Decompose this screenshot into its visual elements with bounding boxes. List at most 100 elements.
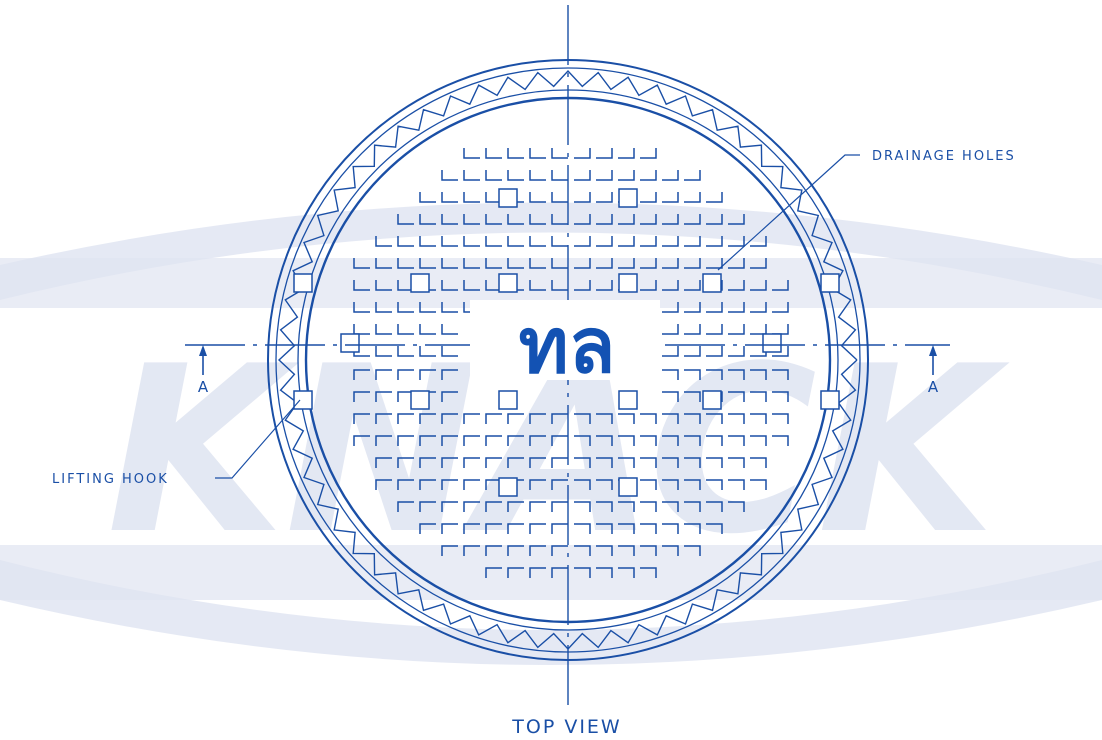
pattern-mark [640, 523, 657, 534]
pattern-mark [353, 369, 370, 380]
pattern-mark [463, 435, 480, 446]
pattern-mark [485, 501, 502, 512]
pattern-mark [684, 236, 701, 247]
pattern-mark [574, 501, 591, 512]
pattern-mark [662, 192, 679, 203]
pattern-mark [684, 523, 701, 534]
watermark-band-bottom [0, 560, 1102, 665]
pattern-mark [574, 545, 591, 556]
pattern-mark [596, 192, 613, 203]
section-marker-right: A [928, 345, 939, 396]
drainage-hole [702, 390, 722, 410]
pattern-mark [375, 457, 392, 468]
pattern-mark [507, 501, 524, 512]
pattern-mark [375, 346, 392, 357]
pattern-mark [750, 258, 767, 269]
pattern-mark [507, 567, 524, 578]
pattern-mark [684, 170, 701, 181]
pattern-mark [618, 501, 635, 512]
pattern-mark [463, 148, 480, 159]
pattern-mark [706, 258, 723, 269]
pattern-mark [706, 302, 723, 313]
pattern-mark [397, 479, 414, 490]
pattern-mark [529, 435, 546, 446]
pattern-mark [419, 302, 436, 313]
pattern-mark [728, 479, 745, 490]
pattern-mark [529, 413, 546, 424]
pattern-mark [750, 302, 767, 313]
pattern-mark [640, 192, 657, 203]
drainage-hole [340, 333, 360, 353]
pattern-mark [706, 346, 723, 357]
pattern-mark [596, 501, 613, 512]
pattern-mark [574, 192, 591, 203]
pattern-mark [375, 258, 392, 269]
pattern-mark [618, 523, 635, 534]
section-label-left: A [198, 378, 209, 396]
pattern-mark [397, 258, 414, 269]
pattern-mark [397, 457, 414, 468]
pattern-mark [640, 479, 657, 490]
pattern-mark [640, 457, 657, 468]
pattern-mark [419, 369, 436, 380]
pattern-mark [463, 192, 480, 203]
pattern-mark [375, 413, 392, 424]
pattern-mark [662, 280, 679, 291]
pattern-mark [750, 369, 767, 380]
pattern-mark [706, 413, 723, 424]
pattern-mark [551, 435, 568, 446]
pattern-mark [684, 258, 701, 269]
pattern-mark [772, 435, 789, 446]
pattern-mark [662, 170, 679, 181]
pattern-mark [551, 148, 568, 159]
pattern-mark [551, 258, 568, 269]
pattern-mark [684, 369, 701, 380]
pattern-mark [353, 258, 370, 269]
pattern-mark [596, 567, 613, 578]
pattern-mark [728, 302, 745, 313]
pattern-mark [529, 280, 546, 291]
pattern-mark [706, 236, 723, 247]
pattern-mark [728, 457, 745, 468]
pattern-mark [640, 170, 657, 181]
pattern-mark [353, 413, 370, 424]
pattern-mark [485, 236, 502, 247]
pattern-mark [419, 258, 436, 269]
pattern-mark [441, 435, 458, 446]
pattern-mark [353, 391, 370, 402]
pattern-mark [485, 567, 502, 578]
pattern-mark [772, 391, 789, 402]
pattern-mark [640, 214, 657, 225]
pattern-mark [551, 192, 568, 203]
pattern-mark [728, 258, 745, 269]
pattern-mark [706, 435, 723, 446]
pattern-mark [397, 501, 414, 512]
pattern-mark [662, 391, 679, 402]
pattern-mark [353, 435, 370, 446]
lifting-hook-leader [215, 399, 301, 479]
pattern-mark [397, 369, 414, 380]
pattern-mark [618, 435, 635, 446]
pattern-mark [750, 280, 767, 291]
pattern-mark [574, 523, 591, 534]
pattern-mark [750, 479, 767, 490]
watermark: KNACK [0, 202, 1102, 665]
pattern-mark [574, 435, 591, 446]
pattern-mark [574, 479, 591, 490]
pattern-mark [750, 236, 767, 247]
pattern-mark [728, 280, 745, 291]
pattern-mark [706, 457, 723, 468]
pattern-mark [551, 280, 568, 291]
pattern-mark [419, 324, 436, 335]
pattern-mark [441, 302, 458, 313]
drainage-hole [618, 477, 638, 497]
pattern-mark [419, 479, 436, 490]
pattern-mark [529, 170, 546, 181]
pattern-mark [728, 324, 745, 335]
pattern-mark [706, 501, 723, 512]
pattern-mark [397, 280, 414, 291]
pattern-mark [662, 413, 679, 424]
pattern-mark [507, 545, 524, 556]
pattern-mark [397, 391, 414, 402]
